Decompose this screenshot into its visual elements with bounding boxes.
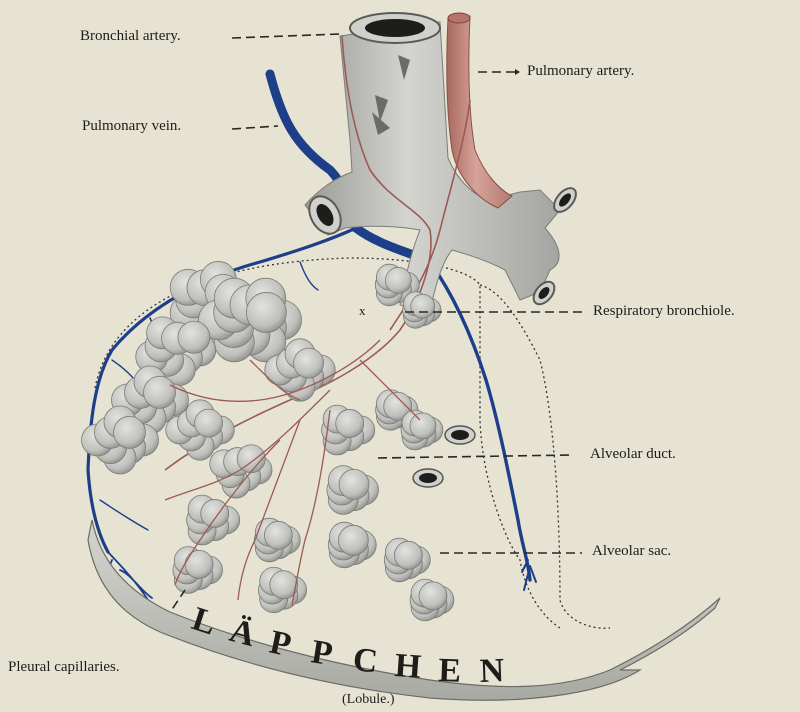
banner-letter: C <box>351 641 379 680</box>
label-pleural-capillaries: Pleural capillaries. <box>8 659 120 676</box>
label-respiratory-bronchiole: Respiratory bronchiole. <box>593 303 735 320</box>
alveolus <box>410 413 436 439</box>
alveolus <box>394 541 422 569</box>
alveolus <box>246 292 286 332</box>
banner-letter: N <box>479 652 505 690</box>
alveolus <box>336 409 364 437</box>
label-alveolar-sac: Alveolar sac. <box>592 543 671 560</box>
alveolus <box>338 525 368 555</box>
alveolus <box>411 294 435 318</box>
alveolus <box>385 267 411 293</box>
alveolus <box>201 499 229 527</box>
banner-letter: H <box>393 647 422 686</box>
alveolus <box>195 409 223 437</box>
label-pulmonary-artery: Pulmonary artery. <box>527 63 634 80</box>
label-pulmonary-vein: Pulmonary vein. <box>82 118 181 135</box>
alveolus <box>339 469 369 499</box>
duct-lumen <box>419 473 437 483</box>
alveolus <box>178 321 210 353</box>
label-x-mark: x <box>359 303 366 319</box>
banner-caption: (Lobule.) <box>342 692 394 708</box>
banner-letter: E <box>438 652 462 690</box>
label-alveolar-duct: Alveolar duct. <box>590 446 676 463</box>
duct-lumen <box>451 430 469 440</box>
alveolus <box>144 376 176 408</box>
alveolus <box>114 416 146 448</box>
alveolus <box>264 521 292 549</box>
alveolus <box>185 550 213 578</box>
alveolus <box>294 348 324 378</box>
alveolus <box>419 582 447 610</box>
label-bronchial-artery: Bronchial artery. <box>80 28 181 45</box>
